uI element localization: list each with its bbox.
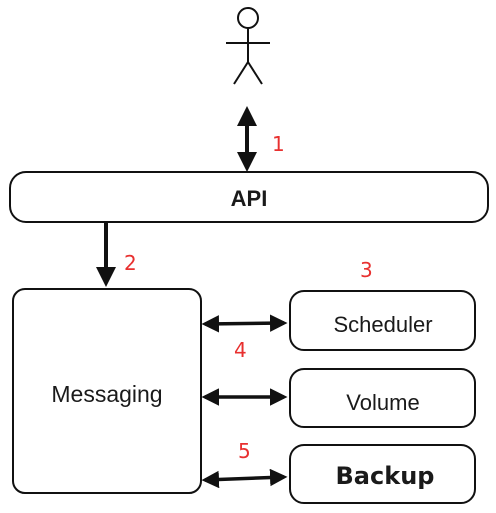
backup-label: Backup xyxy=(336,462,435,490)
step-number-5: 5 xyxy=(238,439,251,463)
scheduler-node: Scheduler xyxy=(289,290,476,351)
messaging-backup-arrow xyxy=(201,468,288,489)
messaging-label: Messaging xyxy=(51,381,162,407)
stick-figure-user-icon xyxy=(226,7,270,85)
step-number-2: 2 xyxy=(124,251,137,275)
api-node: API xyxy=(9,171,489,223)
api-label: API xyxy=(231,186,268,211)
scheduler-label: Scheduler xyxy=(333,312,432,337)
backup-node: Backup xyxy=(289,444,476,504)
step-number-3: 3 xyxy=(360,258,373,282)
messaging-scheduler-arrow xyxy=(201,314,288,333)
volume-label: Volume xyxy=(346,390,419,415)
messaging-node: Messaging xyxy=(12,288,202,494)
step-number-1: 1 xyxy=(272,132,285,156)
step-number-4: 4 xyxy=(234,338,247,362)
volume-node: Volume xyxy=(289,368,476,428)
